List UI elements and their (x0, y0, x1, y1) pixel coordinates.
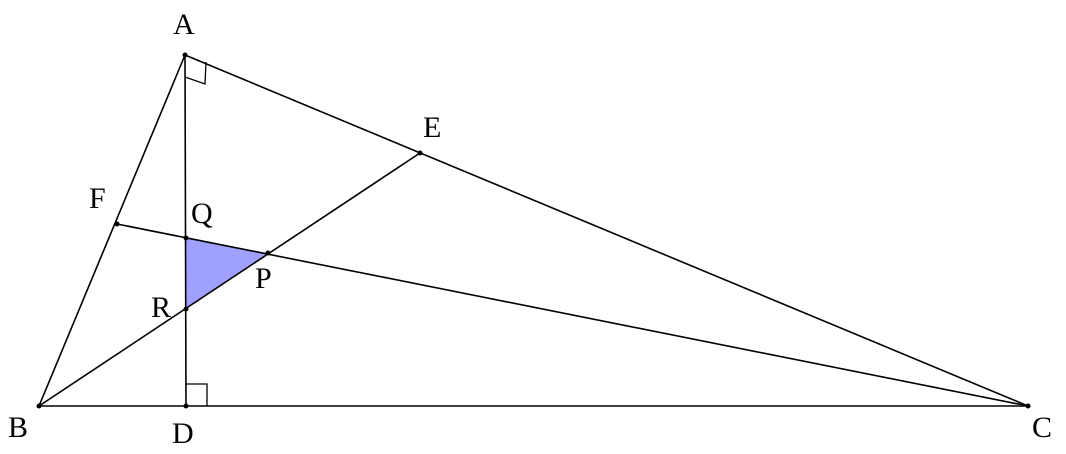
shaded-triangle-pqr (186, 238, 268, 309)
point-q-dot (183, 235, 189, 241)
right-angle-mark-d (186, 383, 208, 406)
label-f: F (89, 182, 106, 215)
segment-be (38, 152, 421, 407)
segment-ac (184, 54, 1029, 407)
label-p: P (255, 262, 272, 295)
label-e: E (423, 111, 441, 144)
right-angle-mark-a (184, 61, 207, 85)
point-b-dot (36, 403, 42, 409)
point-p-dot (265, 250, 271, 256)
label-d: D (172, 417, 194, 450)
point-a-dot (182, 52, 188, 58)
point-d-dot (183, 403, 189, 409)
label-a: A (173, 8, 195, 41)
segment-ad (184, 54, 187, 407)
label-r: R (151, 291, 171, 324)
point-e-dot (417, 150, 423, 156)
segment-ab (38, 54, 186, 407)
label-c: C (1032, 411, 1052, 444)
label-b: B (8, 411, 28, 444)
segment-cf (116, 223, 1029, 407)
label-q: Q (191, 197, 213, 230)
point-f-dot (114, 221, 120, 227)
point-r-dot (183, 306, 189, 312)
point-c-dot (1025, 403, 1031, 409)
